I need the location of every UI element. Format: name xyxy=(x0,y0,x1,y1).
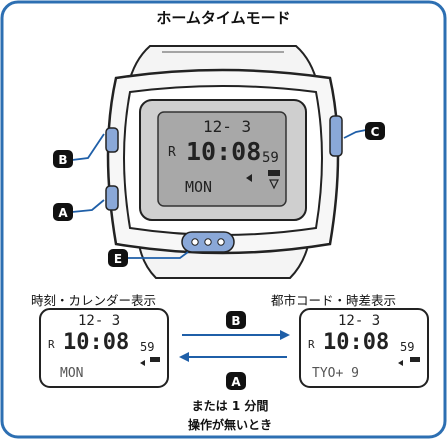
badge-transition-a xyxy=(226,372,246,390)
badge-b xyxy=(53,150,73,168)
right-lcd-time: 10:08 xyxy=(323,330,390,355)
leader-e xyxy=(128,251,189,259)
leader-a xyxy=(71,199,105,213)
caption-city-offset: 都市コード・時差表示 xyxy=(271,293,397,308)
lcd-panel-right xyxy=(299,308,429,388)
watch-lcd-time: 10:08 xyxy=(186,137,262,166)
badge-c xyxy=(365,122,385,140)
watch-button-a[interactable] xyxy=(105,185,119,211)
battery-icon xyxy=(268,170,280,176)
badge-e xyxy=(108,249,128,267)
left-lcd-indicator: R xyxy=(48,338,55,351)
right-lcd-city: TYO+ 9 xyxy=(312,366,359,381)
badge-c-label: C xyxy=(371,125,380,139)
timeout-note: または 1 分間 操作が無いとき xyxy=(130,397,330,435)
alarm-icon xyxy=(140,360,145,366)
badge-e-label: E xyxy=(114,252,122,266)
watch-lcd xyxy=(157,111,287,207)
alarm-icon xyxy=(398,360,403,366)
watch-button-b[interactable] xyxy=(105,127,119,153)
timeout-note-line2: 操作が無いとき xyxy=(187,418,272,432)
watch-lcd-date: 12- 3 xyxy=(203,117,252,136)
leader-b xyxy=(71,133,105,161)
watch-lcd-weekday: MON xyxy=(185,178,213,196)
timeout-note-line1: または 1 分間 xyxy=(191,399,269,413)
alarm-icon xyxy=(246,174,252,182)
right-lcd-indicator: R xyxy=(308,338,315,351)
left-lcd-seconds: 59 xyxy=(140,340,155,354)
e-button-dot xyxy=(204,238,212,246)
caption-time-calendar: 時刻・カレンダー表示 xyxy=(31,293,157,308)
left-lcd-date: 12- 3 xyxy=(78,313,121,329)
signal-icon xyxy=(269,179,279,190)
watch-illustration xyxy=(105,45,343,279)
left-lcd-time: 10:08 xyxy=(63,330,130,355)
e-button-dot xyxy=(217,238,225,246)
watch-lcd-seconds: 59 xyxy=(262,150,279,166)
leader-c xyxy=(343,129,367,139)
badge-transition-b-label: B xyxy=(231,314,240,328)
diagram-title: ホームタイムモード xyxy=(156,9,291,27)
badge-a-label: A xyxy=(58,206,68,220)
badge-transition-a-label: A xyxy=(231,375,241,389)
left-lcd-weekday: MON xyxy=(60,366,84,381)
badge-transition-b xyxy=(226,311,246,329)
battery-icon xyxy=(150,357,160,362)
badge-a xyxy=(53,203,73,221)
badge-b-label: B xyxy=(58,153,67,167)
e-button-dot xyxy=(191,238,199,246)
lcd-panel-left xyxy=(39,308,169,388)
watch-lcd-indicator: R xyxy=(168,145,176,160)
watch-button-c[interactable] xyxy=(329,115,343,157)
battery-icon xyxy=(410,357,420,362)
right-lcd-date: 12- 3 xyxy=(338,313,381,329)
right-lcd-seconds: 59 xyxy=(400,340,415,354)
